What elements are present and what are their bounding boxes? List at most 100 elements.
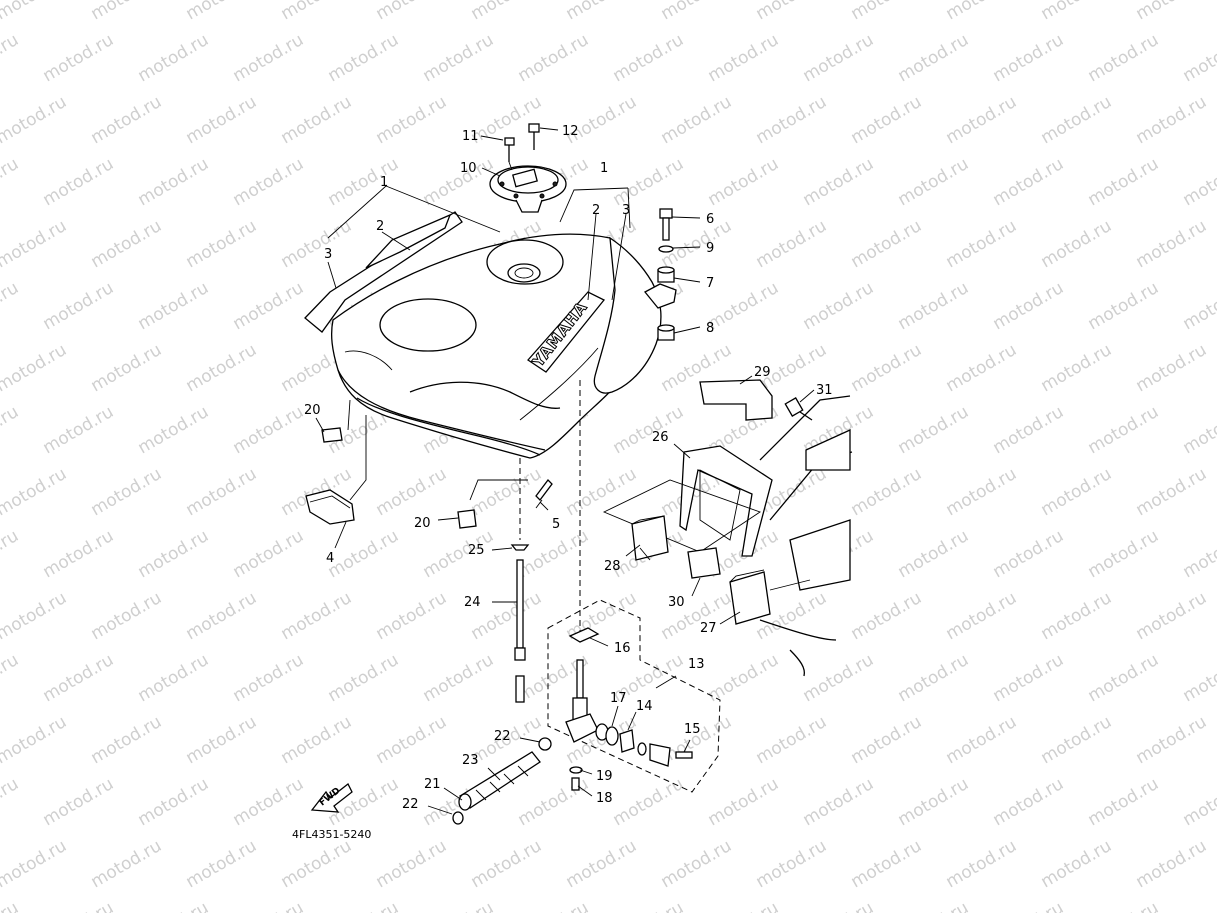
callout-17: 17: [610, 691, 627, 706]
watermark-text: motod.ru: [0, 774, 22, 830]
watermark-text: motod.ru: [183, 588, 261, 644]
watermark-text: motod.ru: [1180, 898, 1217, 913]
watermark-text: motod.ru: [658, 836, 736, 892]
watermark-text: motod.ru: [800, 30, 878, 86]
watermark-text: motod.ru: [183, 216, 261, 272]
watermark-text: motod.ru: [230, 278, 308, 334]
callout-23: 23: [462, 753, 479, 768]
watermark-text: motod.ru: [88, 588, 166, 644]
callout-30: 30: [668, 595, 685, 610]
watermark-text: motod.ru: [753, 216, 831, 272]
watermark-text: motod.ru: [1085, 278, 1163, 334]
watermark-text: motod.ru: [990, 898, 1068, 913]
callout-14: 14: [636, 699, 653, 714]
watermark-text: motod.ru: [40, 30, 118, 86]
watermark-text: motod.ru: [705, 774, 783, 830]
fuel-tank: YAMAHA: [304, 211, 677, 459]
watermark-text: motod.ru: [278, 92, 356, 148]
callout-10: 10: [460, 161, 477, 176]
watermark-text: motod.ru: [848, 464, 926, 520]
watermark-text: motod.ru: [563, 464, 641, 520]
callout-22: 22: [402, 797, 419, 812]
watermark-text: motod.ru: [895, 774, 973, 830]
watermark-text: motod.ru: [1180, 30, 1217, 86]
callout-25: 25: [468, 543, 485, 558]
watermark-text: motod.ru: [658, 0, 736, 24]
callout-16: 16: [614, 641, 631, 656]
watermark-text: motod.ru: [278, 712, 356, 768]
watermark-text: motod.ru: [135, 774, 213, 830]
watermark-text: motod.ru: [848, 712, 926, 768]
watermark-text: motod.ru: [183, 836, 261, 892]
callout-2: 2: [376, 219, 384, 234]
watermark-text: motod.ru: [183, 712, 261, 768]
watermark-text: motod.ru: [420, 154, 498, 210]
watermark-text: motod.ru: [0, 836, 70, 892]
front-mounts: [305, 399, 528, 529]
watermark-text: motod.ru: [420, 526, 498, 582]
watermark-text: motod.ru: [1085, 650, 1163, 706]
callout-6: 6: [706, 212, 714, 227]
watermark-text: motod.ru: [468, 836, 546, 892]
watermark-text: motod.ru: [563, 836, 641, 892]
watermark-text: motod.ru: [753, 0, 831, 24]
watermark-text: motod.ru: [88, 464, 166, 520]
watermark-text: motod.ru: [895, 650, 973, 706]
watermark-text: motod.ru: [0, 340, 70, 396]
watermark-text: motod.ru: [183, 92, 261, 148]
watermark-text: motod.ru: [1133, 588, 1211, 644]
watermark-text: motod.ru: [1133, 216, 1211, 272]
fuel-cap-assembly: [489, 123, 567, 213]
watermark-text: motod.ru: [1180, 154, 1217, 210]
watermark-text: motod.ru: [373, 588, 451, 644]
watermark-text: motod.ru: [990, 402, 1068, 458]
watermark-text: motod.ru: [40, 402, 118, 458]
callout-7: 7: [706, 276, 714, 291]
watermark-text: motod.ru: [943, 588, 1021, 644]
watermark-text: motod.ru: [40, 278, 118, 334]
watermark-text: motod.ru: [1133, 92, 1211, 148]
watermark-text: motod.ru: [135, 278, 213, 334]
callout-11: 11: [462, 129, 479, 144]
watermark-text: motod.ru: [943, 836, 1021, 892]
watermark-text: motod.ru: [610, 30, 688, 86]
watermark-text: motod.ru: [373, 836, 451, 892]
watermark-text: motod.ru: [848, 836, 926, 892]
callout-20: 20: [304, 403, 321, 418]
callout-13: 13: [688, 657, 705, 672]
overflow-pipe: [510, 458, 553, 703]
watermark-text: motod.ru: [0, 526, 22, 582]
watermark-text: motod.ru: [1133, 712, 1211, 768]
watermark-text: motod.ru: [705, 30, 783, 86]
callout-1: 1: [380, 175, 388, 190]
watermark-text: motod.ru: [1038, 836, 1116, 892]
watermark-text: motod.ru: [705, 650, 783, 706]
watermark-text: motod.ru: [515, 774, 593, 830]
watermark-text: motod.ru: [183, 0, 261, 24]
watermark-text: motod.ru: [658, 92, 736, 148]
watermark-text: motod.ru: [943, 464, 1021, 520]
watermark-text: motod.ru: [990, 650, 1068, 706]
watermark-text: motod.ru: [610, 774, 688, 830]
callout-15: 15: [684, 722, 701, 737]
watermark-text: motod.ru: [1133, 836, 1211, 892]
watermark-text: motod.ru: [88, 712, 166, 768]
watermark-text: motod.ru: [753, 836, 831, 892]
watermark-text: motod.ru: [1085, 30, 1163, 86]
callout-18: 18: [596, 791, 613, 806]
watermark-text: motod.ru: [420, 30, 498, 86]
watermark-text: motod.ru: [230, 154, 308, 210]
watermark-text: motod.ru: [135, 402, 213, 458]
watermark-text: motod.ru: [325, 526, 403, 582]
callout-31: 31: [816, 383, 833, 398]
watermark-text: motod.ru: [990, 278, 1068, 334]
diagram-code: 4FL4351-5240: [292, 828, 371, 841]
watermark-text: motod.ru: [1085, 154, 1163, 210]
watermark-text: motod.ru: [373, 0, 451, 24]
watermark-text: motod.ru: [0, 154, 22, 210]
watermark-text: motod.ru: [705, 278, 783, 334]
callout-29: 29: [754, 365, 771, 380]
watermark-text: motod.ru: [800, 898, 878, 913]
callout-8: 8: [706, 321, 714, 336]
callout-1: 1: [600, 161, 608, 176]
